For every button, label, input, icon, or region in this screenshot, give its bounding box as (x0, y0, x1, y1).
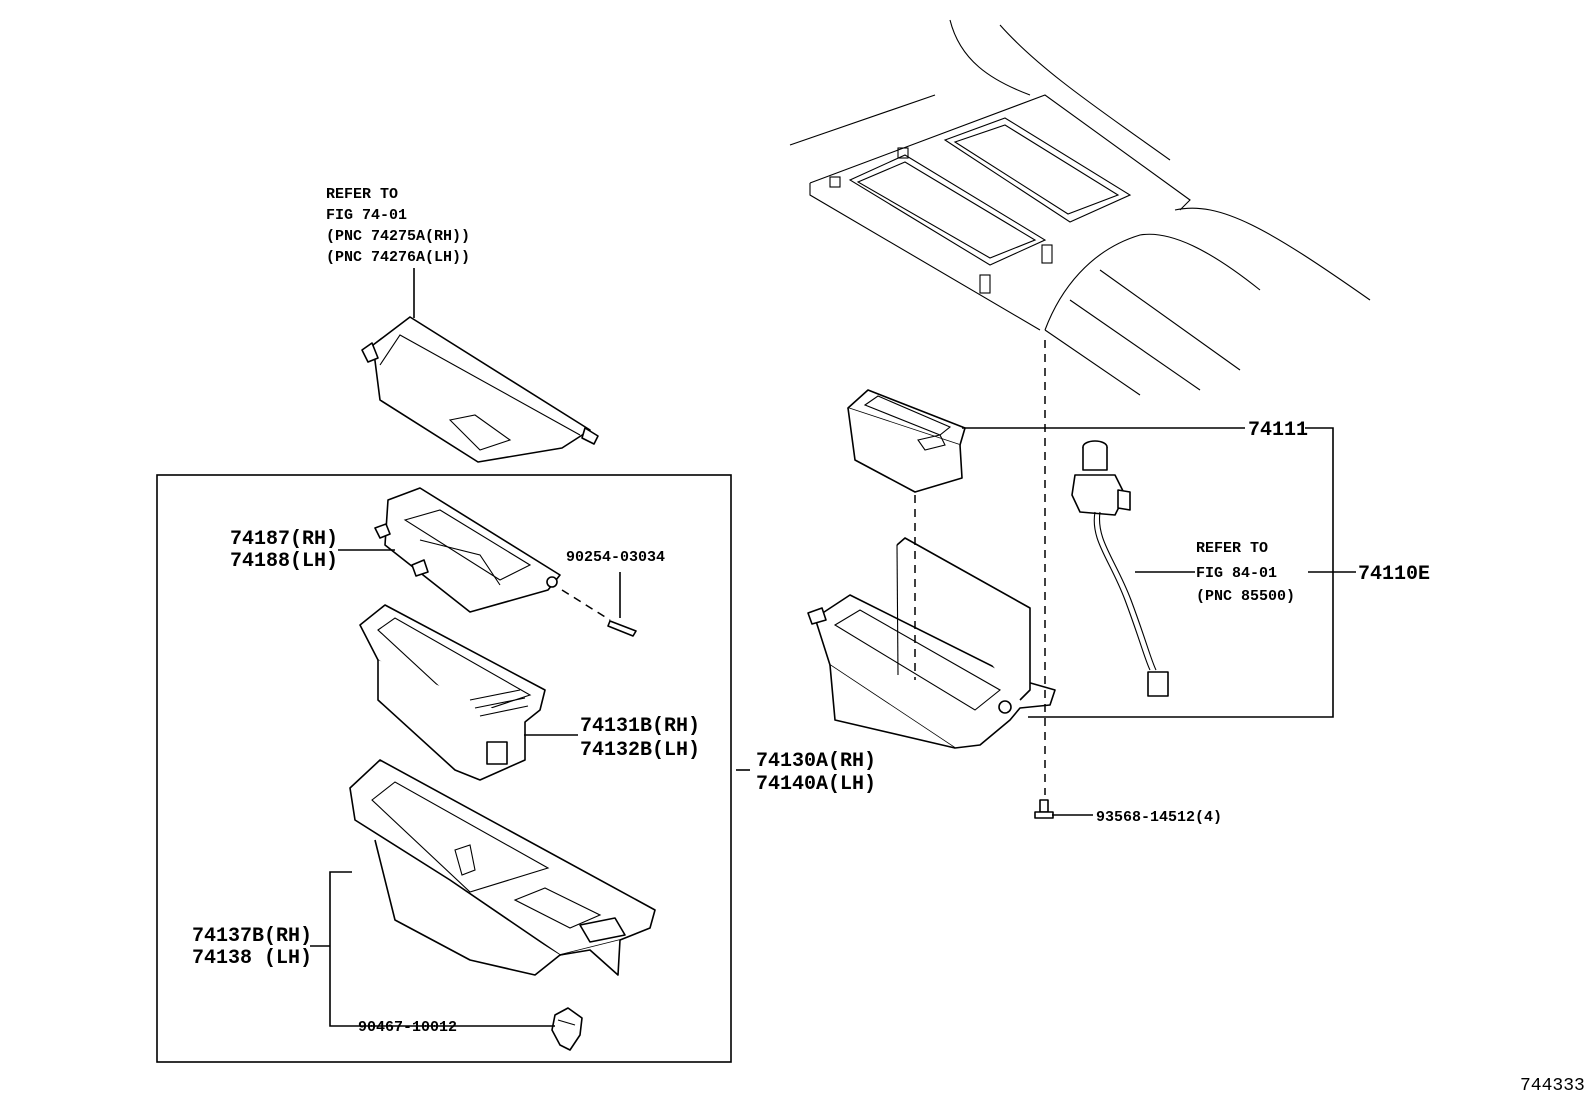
refer-line-3: (PNC 85500) (1196, 588, 1295, 605)
console-panel (789, 19, 1371, 396)
pin-drawing (607, 620, 637, 637)
clip-drawing (551, 1007, 583, 1051)
inner-cover-drawing (374, 487, 561, 613)
figure-number: 744333 (1520, 1076, 1585, 1096)
part-label-74130a: 74130A(RH) (756, 750, 876, 773)
part-label-93568: 93568-14512(4) (1096, 809, 1222, 826)
inner-box-drawing (359, 604, 546, 781)
housing-drawing (807, 537, 1056, 749)
ash-tray-cover-drawing (361, 316, 599, 463)
part-label-90467: 90467-10012 (358, 1019, 457, 1036)
part-label-74140a: 74140A(LH) (756, 773, 876, 796)
part-label-74188: 74188(LH) (230, 550, 338, 573)
part-label-74110e: 74110E (1358, 563, 1430, 586)
main-box-drawing (349, 759, 656, 976)
refer-line-3: (PNC 74275A(RH)) (326, 228, 470, 245)
part-label-74132b: 74132B(LH) (580, 739, 700, 762)
refer-line-2: FIG 74-01 (326, 207, 407, 224)
alignment-line (561, 589, 611, 621)
refer-line-1: REFER TO (326, 186, 398, 203)
refer-line-2: FIG 84-01 (1196, 565, 1277, 582)
refer-note-lighter: REFER TO FIG 84-01 (PNC 85500) (1196, 540, 1295, 605)
assembly-box (156, 474, 732, 1063)
refer-note-cover: REFER TO FIG 74-01 (PNC 74275A(RH)) (PNC… (326, 186, 470, 266)
cup-insert-drawing (847, 389, 966, 493)
lighter-socket-drawing (1071, 440, 1169, 697)
part-label-74111: 74111 (1248, 419, 1308, 442)
refer-line-4: (PNC 74276A(LH)) (326, 249, 470, 266)
part-label-74137b: 74137B(RH) (192, 925, 312, 948)
part-label-74138: 74138 (LH) (192, 947, 312, 970)
part-label-90254: 90254-03034 (566, 549, 665, 566)
screw-drawing (1034, 799, 1054, 819)
part-label-74187: 74187(RH) (230, 528, 338, 551)
refer-line-1: REFER TO (1196, 540, 1268, 557)
part-label-74131b: 74131B(RH) (580, 715, 700, 738)
leader-lines (310, 268, 1356, 1027)
